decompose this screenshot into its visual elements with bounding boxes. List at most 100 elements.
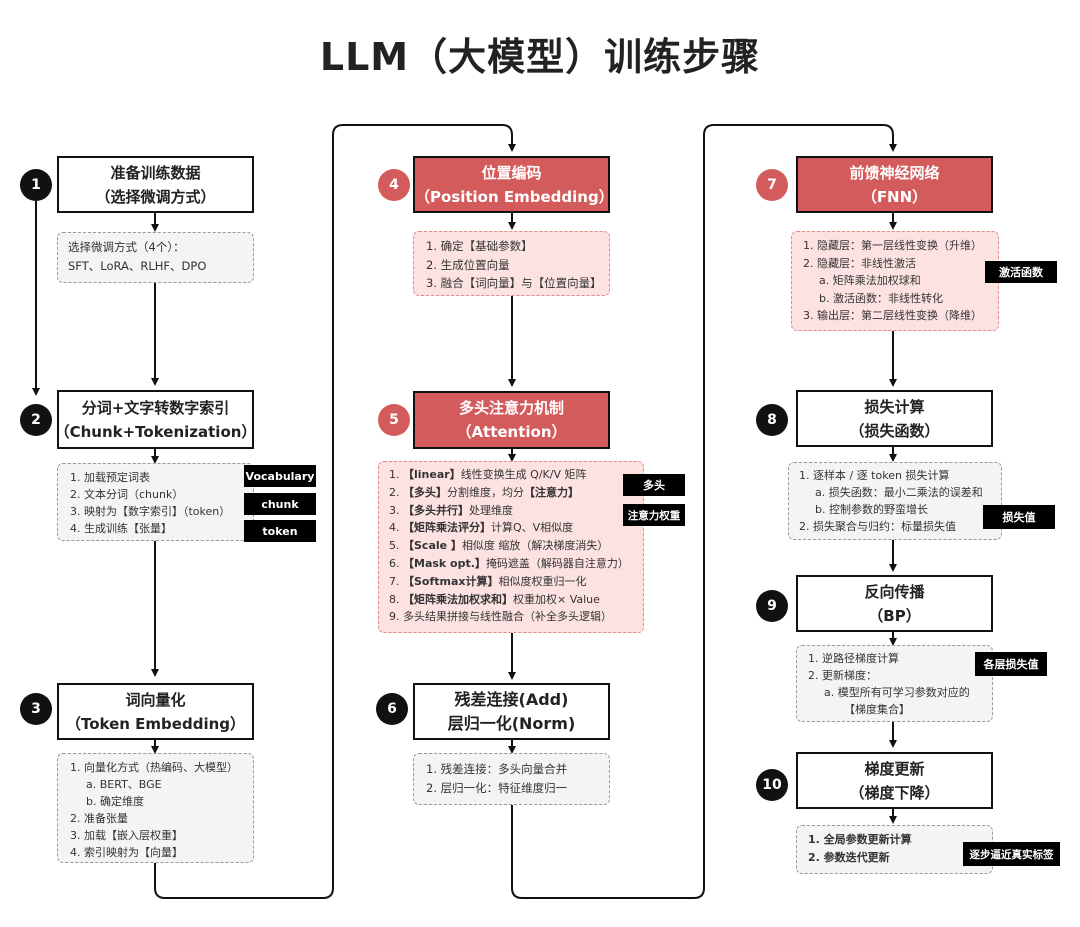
step-5-title: 多头注意力机制 xyxy=(458,399,564,417)
tag-attention-weights: 注意力权重 xyxy=(623,504,685,526)
connector-3-to-4 xyxy=(154,124,516,899)
step-5-box[interactable]: 多头注意力机制 （Attention） xyxy=(413,391,610,449)
note-line: 2. 生成位置向量 xyxy=(426,257,510,272)
connector-6-to-7 xyxy=(511,124,897,899)
step-7-note: 1. 隐藏层：第一层线性变换（升维） 2. 隐藏层：非线性激活 a. 矩阵乘法加… xyxy=(791,231,999,331)
note-line: 2. 层归一化：特征维度归一 xyxy=(426,780,568,795)
note-line-keyword: 【注意力】 xyxy=(524,485,579,499)
note-line: 1. 全局参数更新计算 xyxy=(808,833,912,846)
step-5-badge: 5 xyxy=(378,404,410,436)
note-line-number: 4. xyxy=(389,521,403,535)
step-9-note: 1. 逆路径梯度计算 2. 更新梯度： a. 模型所有可学习参数对应的 【梯度集… xyxy=(796,645,993,722)
note-line-text: 多头结果拼接与线性融合（补全多头逻辑） xyxy=(403,610,612,624)
note-line-text: 线性变换生成 Q/K/V 矩阵 xyxy=(460,468,587,481)
note-line: 2. 损失聚合与归约：标量损失值 xyxy=(799,520,956,533)
step-8-badge: 8 xyxy=(756,404,788,436)
step-5-subtitle: （Attention） xyxy=(456,423,567,441)
note-line: 7. 【Softmax计算】相似度权重归一化 xyxy=(389,573,633,591)
step-7-subtitle: （FNN） xyxy=(861,187,928,206)
step-1-box[interactable]: 准备训练数据 （选择微调方式） xyxy=(57,156,254,213)
note-line: b. 激活函数：非线性转化 xyxy=(819,291,943,305)
step-1-subtitle: （选择微调方式） xyxy=(95,187,216,206)
note-line: 选择微调方式（4个）： xyxy=(68,240,185,254)
note-line-number: 6. xyxy=(389,556,403,570)
step-2-box[interactable]: 分词+文字转数字索引 （Chunk+Tokenization） xyxy=(54,390,257,449)
note-line: 3. 加载【嵌入层权重】 xyxy=(70,829,183,842)
note-line-number: 7. xyxy=(389,574,403,588)
step-10-subtitle: （梯度下降） xyxy=(849,783,940,802)
note-line: 2. 隐藏层：非线性激活 xyxy=(803,256,916,270)
note-line: 4. 生成训练【张量】 xyxy=(70,522,172,535)
note-line: 1. 逆路径梯度计算 xyxy=(808,652,899,665)
note-line: 1. 【linear】线性变换生成 Q/K/V 矩阵 xyxy=(389,466,633,484)
step-6-box[interactable]: 残差连接(Add) 层归一化(Norm) xyxy=(413,683,610,740)
step-8-note: 1. 逐样本 / 逐 token 损失计算 a. 损失函数：最小二乘法的误差和 … xyxy=(788,462,1002,540)
step-6-note: 1. 残差连接：多头向量合并 2. 层归一化：特征维度归一 xyxy=(413,753,610,805)
note-line-text: 相似度权重归一化 xyxy=(498,574,587,588)
step-1-title: 准备训练数据 xyxy=(110,163,201,182)
step-3-title: 词向量化 xyxy=(125,690,186,709)
note-line: 2. 【多头】分割维度，均分【注意力】 xyxy=(389,484,633,502)
step-8-box[interactable]: 损失计算 （损失函数） xyxy=(796,390,993,447)
note-line-number: 5. xyxy=(389,539,403,553)
step-3-badge: 3 xyxy=(20,693,52,725)
note-line: 1. 向量化方式（热编码、大模型） xyxy=(70,761,238,774)
note-line: 3. 映射为【数字索引】（token） xyxy=(70,505,231,518)
note-line-text: 相似度 缩放（解决梯度消失） xyxy=(461,539,609,553)
step-2-subtitle: （Chunk+Tokenization） xyxy=(54,422,257,441)
note-line-keyword: 【多头并行】 xyxy=(403,503,469,517)
note-line: 【梯度集合】 xyxy=(844,703,910,716)
note-line-keyword: 【多头】 xyxy=(403,485,447,499)
step-7-box[interactable]: 前馈神经网络 （FNN） xyxy=(796,156,993,213)
note-line: 6. 【Mask opt.】掩码遮盖（解码器自注意力） xyxy=(389,555,633,573)
note-line: b. 确定维度 xyxy=(86,795,144,808)
tag-multi-head: 多头 xyxy=(623,474,685,496)
step-9-title: 反向传播 xyxy=(864,582,925,601)
step-3-box[interactable]: 词向量化 （Token Embedding） xyxy=(57,683,254,740)
note-line: 2. 参数迭代更新 xyxy=(808,851,890,864)
note-line: a. 矩阵乘法加权球和 xyxy=(819,274,921,287)
note-line: 2. 文本分词（chunk） xyxy=(70,488,184,501)
note-line-keyword: 【矩阵乘法评分】 xyxy=(403,521,491,535)
note-line-number: 2. xyxy=(389,485,403,499)
step-4-box[interactable]: 位置编码 （Position Embedding） xyxy=(413,156,614,213)
note-line: b. 控制参数的野蛮增长 xyxy=(815,503,928,516)
note-line: 1. 确定【基础参数】 xyxy=(426,239,533,253)
step-8-title: 损失计算 xyxy=(864,397,925,416)
step-4-subtitle: （Position Embedding） xyxy=(415,187,614,206)
step-10-box[interactable]: 梯度更新 （梯度下降） xyxy=(796,752,993,809)
note-line-number: 8. xyxy=(389,592,403,606)
note-line: SFT、LoRA、RLHF、DPO xyxy=(68,258,207,273)
note-line: 4. 【矩阵乘法评分】计算Q、V相似度 xyxy=(389,519,633,537)
note-line-keyword: 【Mask opt.】 xyxy=(403,556,486,570)
tag-approach-true-label: 逐步逼近真实标签 xyxy=(963,842,1060,866)
note-line-keyword: 【linear】 xyxy=(403,468,461,481)
step-9-badge: 9 xyxy=(756,590,788,622)
step-4-note: 1. 确定【基础参数】 2. 生成位置向量 3. 融合【词向量】与【位置向量】 xyxy=(413,231,610,296)
note-line: 1. 残差连接：多头向量合并 xyxy=(426,762,568,776)
note-line-keyword: 【Softmax计算】 xyxy=(403,574,499,588)
note-line-text: 计算Q、V相似度 xyxy=(491,521,574,535)
step-9-box[interactable]: 反向传播 （BP） xyxy=(796,575,993,632)
note-line: 3. 融合【词向量】与【位置向量】 xyxy=(426,276,602,290)
note-line: 9. 多头结果拼接与线性融合（补全多头逻辑） xyxy=(389,608,633,626)
note-line: 1. 逐样本 / 逐 token 损失计算 xyxy=(799,469,950,482)
step-8-subtitle: （损失函数） xyxy=(849,421,940,440)
note-line-keyword: 【矩阵乘法加权求和】 xyxy=(403,592,513,606)
note-line: a. 损失函数：最小二乘法的误差和 xyxy=(815,486,983,499)
step-3-subtitle: （Token Embedding） xyxy=(65,714,245,733)
note-line: 5. 【Scale 】相似度 缩放（解决梯度消失） xyxy=(389,537,633,555)
step-10-note: 1. 全局参数更新计算 2. 参数迭代更新 xyxy=(796,825,993,874)
tag-token: token xyxy=(244,520,316,542)
step-9-subtitle: （BP） xyxy=(868,606,921,625)
step-6-title: 残差连接(Add) xyxy=(454,689,569,709)
note-line-text: 分割维度，均分 xyxy=(447,485,524,499)
step-1-badge: 1 xyxy=(20,169,52,201)
tag-loss-value: 损失值 xyxy=(983,505,1055,529)
step-3-note: 1. 向量化方式（热编码、大模型） a. BERT、BGE b. 确定维度 2.… xyxy=(57,753,254,863)
note-line: 2. 更新梯度： xyxy=(808,669,877,682)
step-1-note: 选择微调方式（4个）： SFT、LoRA、RLHF、DPO xyxy=(57,232,254,283)
step-2-note: 1. 加载预定词表 2. 文本分词（chunk） 3. 映射为【数字索引】（to… xyxy=(57,463,254,541)
step-6-badge: 6 xyxy=(376,693,408,725)
step-6-subtitle: 层归一化(Norm) xyxy=(447,713,576,733)
